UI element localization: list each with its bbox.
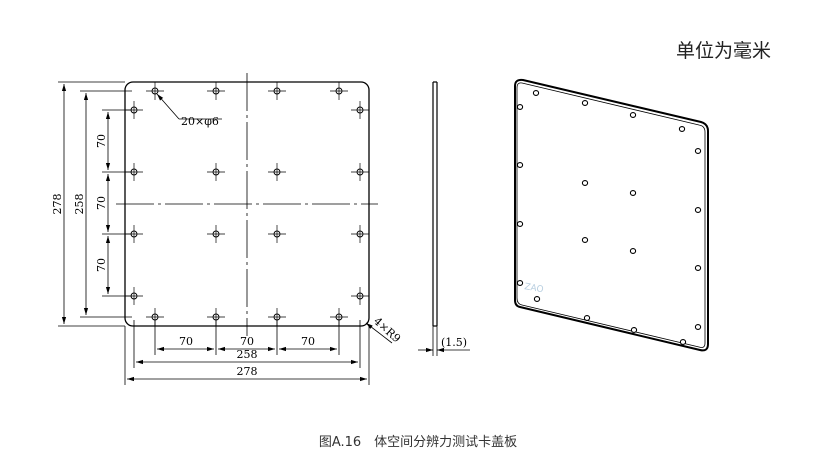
dim-pitch-y-2: 70 <box>95 196 108 210</box>
iso-hole <box>583 315 591 321</box>
iso-hole <box>516 104 524 110</box>
dim-pitch-y-1: 70 <box>95 134 108 148</box>
iso-hole <box>629 190 637 196</box>
watermark-mark: ZAO <box>523 282 544 295</box>
hole <box>268 225 286 243</box>
iso-hole <box>533 296 541 302</box>
iso-hole <box>532 90 540 96</box>
dim-pitch-x-2: 70 <box>240 335 254 348</box>
hole-leader <box>156 93 180 120</box>
dim-thickness: (1.5) <box>441 336 467 349</box>
hole <box>207 82 225 100</box>
iso-plate-face <box>516 82 706 348</box>
iso-hole <box>694 148 702 154</box>
dim-pitch-x-3: 70 <box>301 335 315 348</box>
unit-label: 单位为毫米 <box>676 40 772 62</box>
iso-hole <box>516 221 524 227</box>
holes-group <box>125 82 369 326</box>
hole <box>146 82 164 100</box>
dim-total-height: 278 <box>51 194 64 215</box>
iso-hole <box>694 324 702 330</box>
side-view <box>418 81 470 356</box>
iso-hole <box>630 327 638 333</box>
hole <box>268 163 286 181</box>
iso-holes-group <box>516 90 702 345</box>
hole <box>351 101 369 119</box>
iso-hole <box>629 248 637 254</box>
horizontal-dimensions <box>124 320 370 385</box>
hole <box>268 82 286 100</box>
dim-hole-span-width: 258 <box>237 348 258 361</box>
iso-hole <box>694 265 702 271</box>
hole <box>351 163 369 181</box>
iso-hole <box>581 237 589 243</box>
dim-radius-label: 4×R9 <box>371 315 403 346</box>
iso-hole <box>629 112 637 118</box>
front-view: 20×φ6 4×R9 278 258 70 70 70 <box>51 73 403 385</box>
dim-holes-label: 20×φ6 <box>181 115 219 128</box>
hole <box>351 287 369 305</box>
iso-hole <box>516 162 524 168</box>
iso-hole <box>694 207 702 213</box>
hole <box>330 82 348 100</box>
iso-view <box>514 78 709 352</box>
vertical-dimensions <box>58 81 132 327</box>
iso-hole <box>581 100 589 106</box>
dim-pitch-x-1: 70 <box>179 335 193 348</box>
iso-hole <box>678 126 686 132</box>
dim-total-width: 278 <box>237 365 258 378</box>
radius-leader <box>365 322 393 344</box>
iso-hole <box>516 280 524 286</box>
hole <box>207 225 225 243</box>
figure-caption: 图A.16 体空间分辨力测试卡盖板 <box>318 435 518 450</box>
hole <box>351 225 369 243</box>
hole <box>207 163 225 181</box>
dim-pitch-y-3: 70 <box>95 258 108 272</box>
iso-hole <box>679 339 687 345</box>
iso-hole <box>581 180 589 186</box>
dim-hole-span-height: 258 <box>73 194 86 215</box>
